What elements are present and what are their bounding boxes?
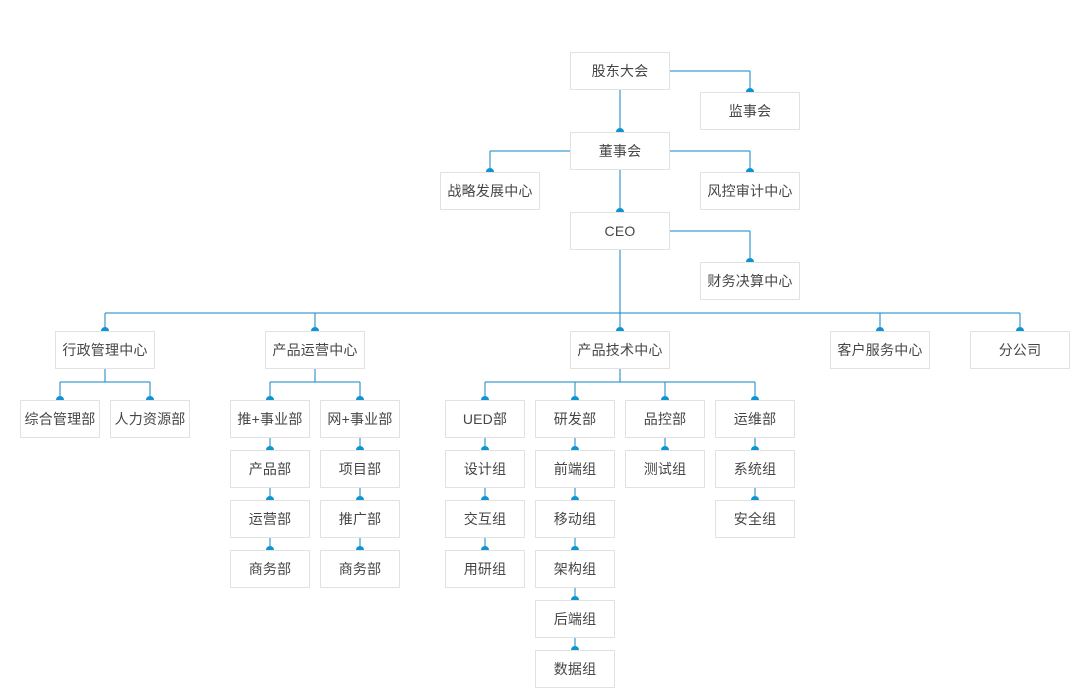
- org-node-label: UED部: [462, 411, 508, 427]
- org-node-label: 推+事业部: [237, 411, 303, 427]
- org-node-label: 风控审计中心: [707, 183, 793, 199]
- org-node-qa-dept[interactable]: 品控部: [625, 400, 705, 438]
- org-node-risk-audit-center[interactable]: 风控审计中心: [700, 172, 800, 210]
- org-node-business-dept-1[interactable]: 商务部: [230, 550, 310, 588]
- org-node-label: CEO: [604, 223, 636, 239]
- org-node-product-dept[interactable]: 产品部: [230, 450, 310, 488]
- org-node-ceo[interactable]: CEO: [570, 212, 670, 250]
- org-node-business-dept-2[interactable]: 商务部: [320, 550, 400, 588]
- org-node-label: 运维部: [733, 411, 777, 427]
- org-node-frontend-group[interactable]: 前端组: [535, 450, 615, 488]
- org-node-label: 客户服务中心: [837, 342, 923, 358]
- org-node-human-resources[interactable]: 人力资源部: [110, 400, 190, 438]
- org-node-finance-center[interactable]: 财务决算中心: [700, 262, 800, 300]
- org-node-label: 系统组: [733, 461, 777, 477]
- org-node-label: 推广部: [338, 511, 382, 527]
- org-node-label: 产品运营中心: [272, 342, 358, 358]
- org-node-label: 运营部: [248, 511, 292, 527]
- org-node-label: 财务决算中心: [707, 273, 793, 289]
- org-node-label: 产品技术中心: [577, 342, 663, 358]
- org-node-label: 商务部: [248, 561, 292, 577]
- org-node-label: 移动组: [553, 511, 597, 527]
- org-node-strategy-center[interactable]: 战略发展中心: [440, 172, 540, 210]
- org-node-label: 董事会: [598, 143, 642, 159]
- org-node-label: 研发部: [553, 411, 597, 427]
- org-node-label: 人力资源部: [114, 411, 186, 427]
- org-node-customer-center[interactable]: 客户服务中心: [830, 331, 930, 369]
- org-node-board[interactable]: 董事会: [570, 132, 670, 170]
- org-node-label: 安全组: [733, 511, 777, 527]
- org-node-mobile-group[interactable]: 移动组: [535, 500, 615, 538]
- org-node-operations-dept[interactable]: 运营部: [230, 500, 310, 538]
- org-node-project-dept[interactable]: 项目部: [320, 450, 400, 488]
- org-node-label: 前端组: [553, 461, 597, 477]
- org-node-branch-company[interactable]: 分公司: [970, 331, 1070, 369]
- org-node-ops-dept[interactable]: 运维部: [715, 400, 795, 438]
- org-node-architecture-group[interactable]: 架构组: [535, 550, 615, 588]
- org-node-label: 行政管理中心: [62, 342, 148, 358]
- org-node-label: 交互组: [463, 511, 507, 527]
- org-node-label: 产品部: [248, 461, 292, 477]
- org-node-label: 商务部: [338, 561, 382, 577]
- org-node-label: 数据组: [553, 661, 597, 677]
- org-node-label: 测试组: [643, 461, 687, 477]
- org-node-tui-division[interactable]: 推+事业部: [230, 400, 310, 438]
- org-node-system-group[interactable]: 系统组: [715, 450, 795, 488]
- org-node-rnd-dept[interactable]: 研发部: [535, 400, 615, 438]
- org-node-backend-group[interactable]: 后端组: [535, 600, 615, 638]
- org-node-label: 分公司: [998, 342, 1042, 358]
- org-node-label: 用研组: [463, 561, 507, 577]
- org-node-general-admin[interactable]: 综合管理部: [20, 400, 100, 438]
- org-node-wang-division[interactable]: 网+事业部: [320, 400, 400, 438]
- org-node-label: 监事会: [728, 103, 772, 119]
- org-node-user-research-group[interactable]: 用研组: [445, 550, 525, 588]
- org-node-promotion-dept[interactable]: 推广部: [320, 500, 400, 538]
- org-node-data-group[interactable]: 数据组: [535, 650, 615, 688]
- org-node-label: 品控部: [643, 411, 687, 427]
- org-node-shareholders[interactable]: 股东大会: [570, 52, 670, 90]
- org-node-test-group[interactable]: 测试组: [625, 450, 705, 488]
- org-node-label: 设计组: [463, 461, 507, 477]
- org-node-label: 项目部: [338, 461, 382, 477]
- org-node-label: 战略发展中心: [447, 183, 533, 199]
- org-node-security-group[interactable]: 安全组: [715, 500, 795, 538]
- org-node-admin-center[interactable]: 行政管理中心: [55, 331, 155, 369]
- org-node-ued-dept[interactable]: UED部: [445, 400, 525, 438]
- org-node-product-tech-center[interactable]: 产品技术中心: [570, 331, 670, 369]
- org-node-label: 综合管理部: [24, 411, 96, 427]
- org-node-label: 后端组: [553, 611, 597, 627]
- org-node-label: 网+事业部: [327, 411, 393, 427]
- org-node-interaction-group[interactable]: 交互组: [445, 500, 525, 538]
- org-node-product-ops-center[interactable]: 产品运营中心: [265, 331, 365, 369]
- org-node-label: 股东大会: [591, 63, 649, 79]
- org-node-supervisory[interactable]: 监事会: [700, 92, 800, 130]
- org-node-design-group[interactable]: 设计组: [445, 450, 525, 488]
- org-node-label: 架构组: [553, 561, 597, 577]
